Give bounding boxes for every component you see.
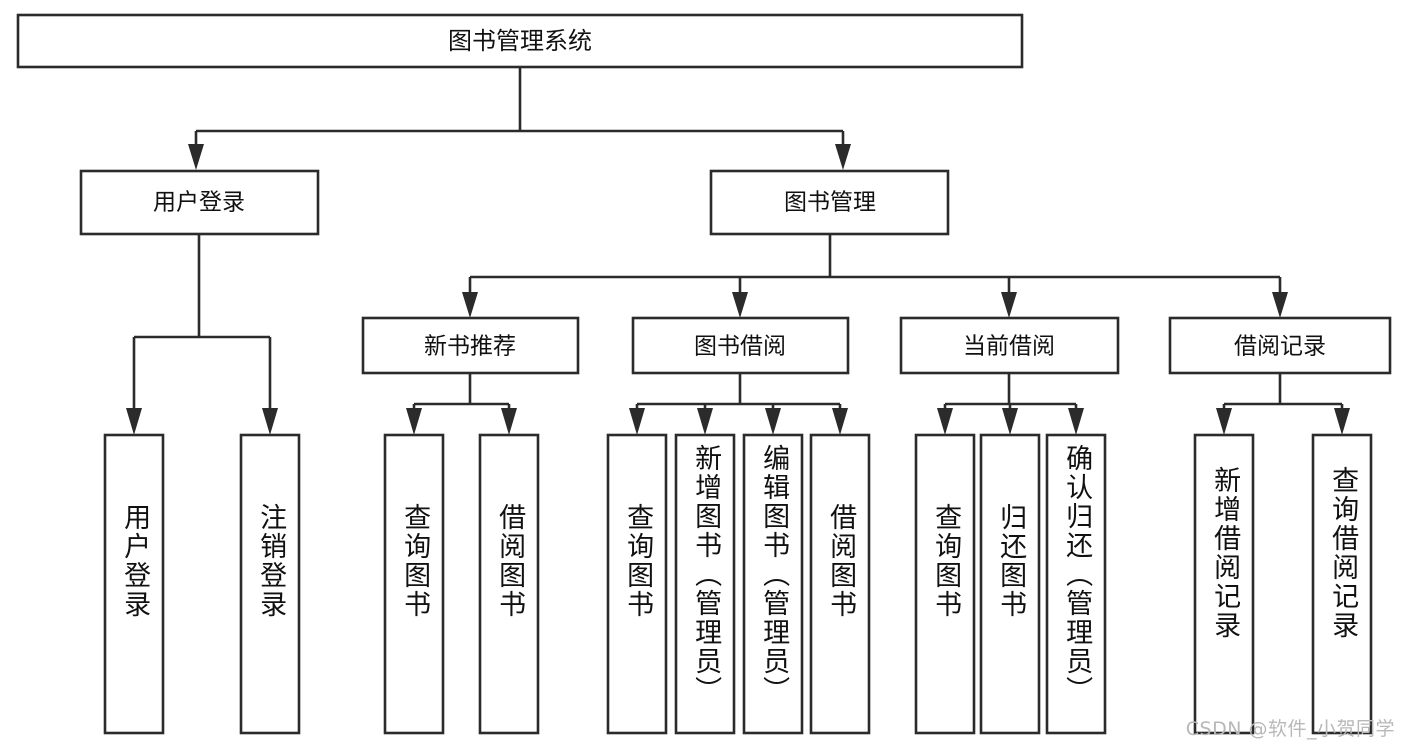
connector-userlogin-to-leaves bbox=[126, 234, 278, 435]
node-root[interactable]: 图书管理系统 bbox=[16, 13, 1024, 69]
leaf-current-borrow-1[interactable] bbox=[979, 433, 1041, 735]
node-book-borrow-label: 图书借阅 bbox=[694, 334, 786, 360]
connector-bookborrow-to-leaves bbox=[629, 373, 848, 435]
node-book-borrow[interactable]: 图书借阅 bbox=[631, 316, 850, 375]
connector-root-to-level2 bbox=[188, 67, 851, 170]
leaf-current-borrow-0[interactable] bbox=[914, 433, 976, 735]
node-current-borrow-label: 当前借阅 bbox=[963, 334, 1055, 360]
leaf-book-borrow-3[interactable] bbox=[809, 433, 871, 735]
node-borrow-record[interactable]: 借阅记录 bbox=[1168, 316, 1392, 375]
leaf-borrow-record-0[interactable] bbox=[1193, 433, 1255, 735]
node-book-management[interactable]: 图书管理 bbox=[709, 169, 950, 236]
leaf-current-borrow-2[interactable] bbox=[1045, 433, 1107, 735]
leaf-new-book-1[interactable] bbox=[478, 433, 540, 735]
node-new-book-recommend[interactable]: 新书推荐 bbox=[361, 316, 580, 375]
connector-currentborrow-to-leaves bbox=[937, 373, 1084, 435]
node-new-book-recommend-label: 新书推荐 bbox=[424, 334, 516, 360]
watermark: CSDN @软件_小贺同学 bbox=[1185, 718, 1395, 740]
connector-borrowrecord-to-leaves bbox=[1216, 373, 1350, 435]
node-book-management-label: 图书管理 bbox=[784, 190, 876, 216]
leaf-book-borrow-2[interactable] bbox=[742, 433, 804, 735]
leaf-new-book-0[interactable] bbox=[383, 433, 445, 735]
leaf-book-borrow-0[interactable] bbox=[606, 433, 668, 735]
node-borrow-record-label: 借阅记录 bbox=[1234, 334, 1326, 360]
node-root-label: 图书管理系统 bbox=[448, 27, 592, 55]
leaf-book-borrow-1[interactable] bbox=[674, 433, 736, 735]
node-user-login-label: 用户登录 bbox=[153, 190, 245, 216]
node-user-login[interactable]: 用户登录 bbox=[79, 169, 320, 236]
node-current-borrow[interactable]: 当前借阅 bbox=[899, 316, 1120, 375]
connector-newbook-to-leaves bbox=[406, 373, 517, 435]
connector-bookmgmt-to-level3 bbox=[462, 234, 1288, 318]
leaf-user-login-0[interactable] bbox=[103, 433, 165, 735]
leaf-borrow-record-1[interactable] bbox=[1311, 433, 1373, 735]
leaf-user-login-1[interactable] bbox=[239, 433, 301, 735]
